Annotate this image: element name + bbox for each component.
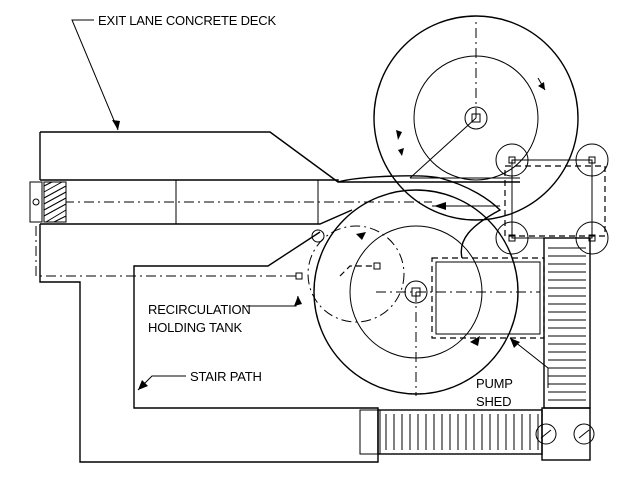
pier-footing: [575, 143, 609, 177]
grate-frame: [29, 181, 43, 223]
base-pier: [573, 423, 595, 445]
flow-arrow-head: [470, 336, 480, 346]
grate-hatch: [43, 181, 67, 223]
holding-tank: [307, 225, 405, 323]
recirc-label-line1: RECIRCULATION: [148, 302, 251, 317]
upper-basin-outer-circle: [373, 15, 579, 221]
pier-footing: [495, 143, 529, 177]
pier-column: [508, 156, 516, 164]
flow-arrow-head: [356, 232, 366, 240]
pier-column: [508, 234, 516, 242]
stair-base-landing: [541, 407, 591, 461]
right-stair: [543, 237, 591, 409]
grate-bolt: [32, 198, 40, 206]
recirc-label-line2: HOLDING TANK: [148, 320, 242, 335]
base-pier: [535, 423, 557, 445]
stair-path-label: STAIR PATH: [190, 369, 262, 384]
base-pier-mark: [540, 429, 590, 439]
flow-arrow-head: [398, 148, 404, 156]
pump-shed-outline: [431, 257, 545, 339]
trough-top: [40, 179, 339, 182]
spiral-chute: [337, 175, 502, 259]
platform-outline: [504, 165, 606, 237]
pier-footing: [495, 221, 529, 255]
pier-column: [588, 156, 596, 164]
flow-arrow-head: [396, 130, 402, 140]
bottom-stair-outline: [377, 409, 543, 455]
pump-shed: [431, 257, 549, 388]
exit-lane-leader: [71, 19, 119, 131]
recirc-leader-head: [294, 296, 302, 306]
stair-path-leader-head: [138, 380, 148, 390]
stair-treads: [548, 247, 586, 401]
deck-top-edge: [40, 131, 520, 183]
stair-path-leader: [137, 375, 186, 391]
recirculation-basin: [246, 175, 540, 396]
pump-shed-inner: [435, 261, 541, 335]
recirc-leader: [246, 295, 299, 307]
pump-label-line1: PUMP: [476, 376, 513, 391]
tank-pipe: [339, 265, 376, 277]
flow-arrow-head: [538, 82, 545, 90]
tank-valve: [373, 262, 381, 270]
pump-label-line2: SHED: [476, 394, 511, 409]
return-line: [35, 226, 296, 277]
exit-lane-deck: [29, 19, 520, 463]
tower-platform: [495, 143, 609, 255]
trough-bottom: [40, 209, 353, 225]
tank-vent: [311, 229, 325, 243]
exit-lane-label: EXIT LANE CONCRETE DECK: [98, 13, 276, 28]
platform-frame: [511, 159, 593, 239]
bottom-stair: [359, 407, 595, 461]
pump-leader-head: [510, 338, 520, 348]
stair-landing: [359, 409, 381, 455]
tank-inlet: [295, 272, 303, 280]
upper-slide-basin: [373, 15, 579, 221]
stair-treads: [385, 414, 539, 450]
upper-basin-chute-edge: [409, 117, 477, 179]
exit-lane-leader-head: [112, 120, 120, 130]
flow-arrow-head: [434, 202, 446, 210]
upper-basin-center-ring: [464, 106, 488, 130]
